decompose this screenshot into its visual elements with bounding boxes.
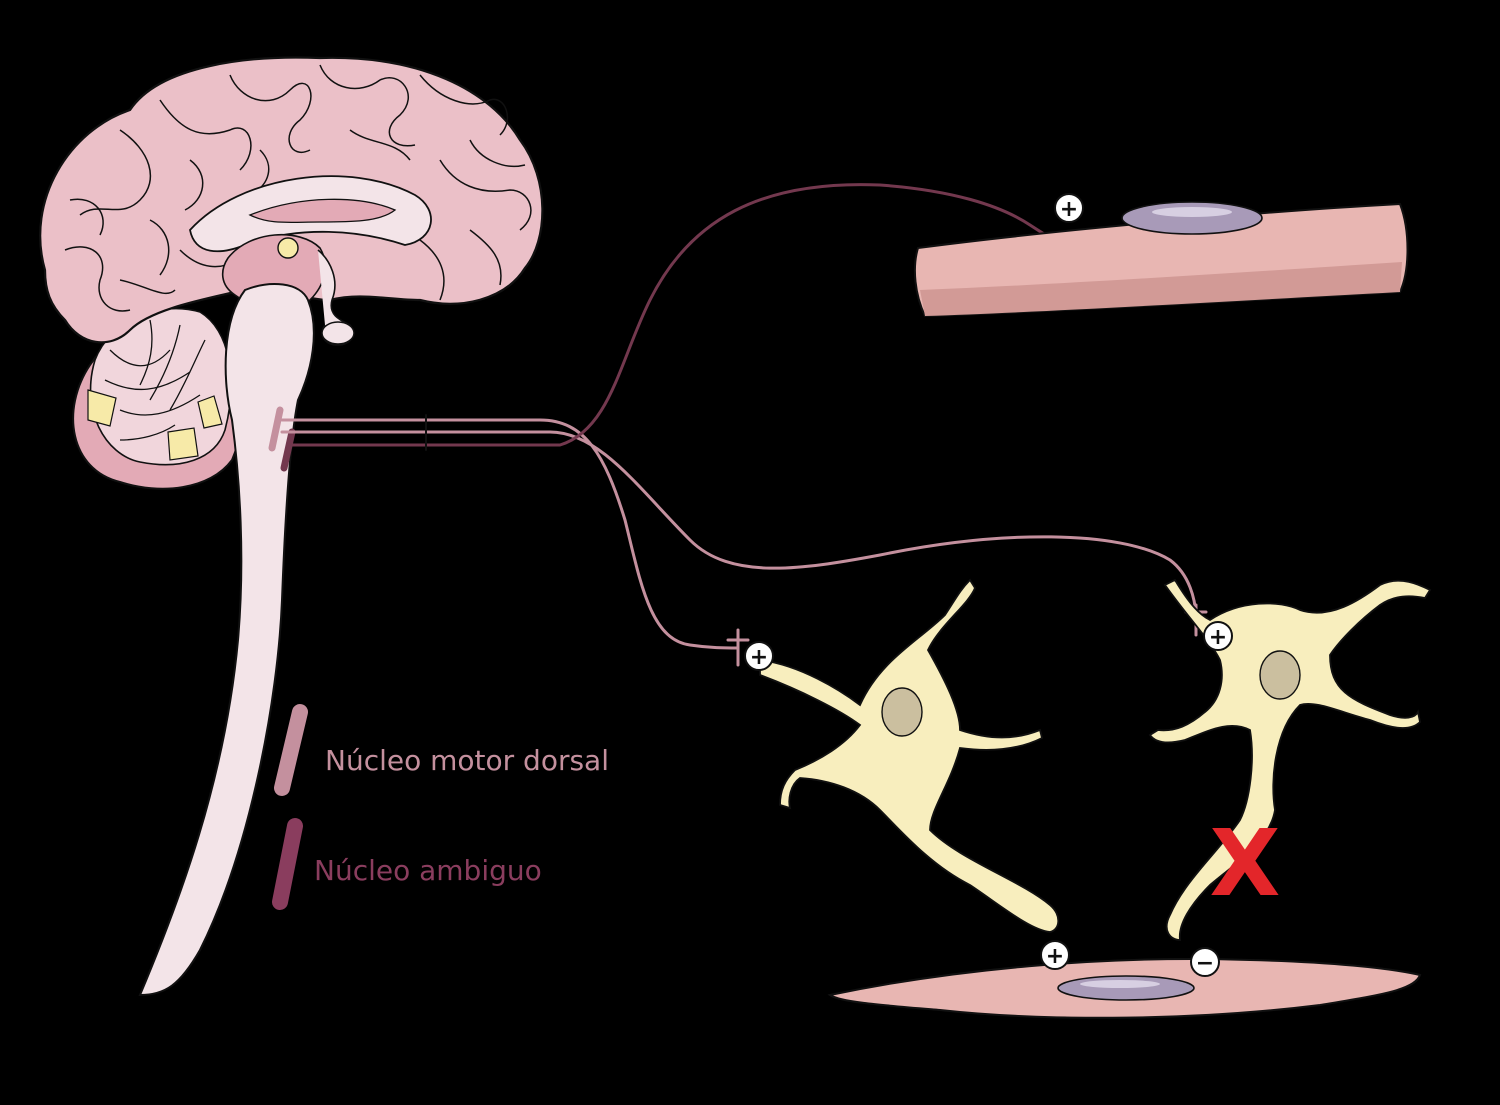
skeletal-muscle-nucleus bbox=[1121, 201, 1263, 235]
minus-sign-smooth-muscle: − bbox=[1190, 947, 1220, 977]
svg-text:+: + bbox=[750, 645, 768, 670]
svg-text:−: − bbox=[1196, 951, 1214, 976]
dorsal-motor-nucleus-mark bbox=[268, 406, 284, 452]
legend: Núcleo motor dorsal Núcleo ambiguo bbox=[272, 704, 609, 910]
neuron-left-nucleus bbox=[881, 687, 923, 737]
brainstem-spinal-cord bbox=[138, 283, 315, 997]
dorsal-fiber-to-neuron-right bbox=[280, 430, 1198, 617]
nerve-fibers bbox=[280, 183, 1208, 667]
smooth-muscle-cell bbox=[827, 958, 1422, 1019]
legend-swatch-ambiguus bbox=[272, 818, 303, 910]
legend-label-ambiguus: Núcleo ambiguo bbox=[314, 854, 542, 887]
plus-sign-smooth-muscle: + bbox=[1040, 940, 1070, 970]
plus-sign-neuron-right: + bbox=[1203, 621, 1233, 651]
legend-swatch-dorsal-motor bbox=[274, 704, 308, 796]
plus-sign-neuron-left: + bbox=[744, 641, 774, 671]
dorsal-fiber-to-interneuron bbox=[280, 418, 740, 650]
smooth-muscle-nucleus bbox=[1057, 975, 1195, 1001]
ambiguus-fiber-to-skeletal-muscle bbox=[290, 183, 1070, 447]
svg-text:+: + bbox=[1209, 625, 1227, 650]
legend-label-dorsal-motor: Núcleo motor dorsal bbox=[325, 744, 609, 777]
neuron-right-nucleus bbox=[1259, 650, 1301, 700]
ambiguus-nucleus-mark bbox=[280, 428, 296, 472]
plus-sign-skeletal-muscle: + bbox=[1054, 193, 1084, 223]
neuron-right bbox=[1148, 578, 1432, 941]
neuron-left bbox=[759, 578, 1060, 933]
inhibition-block-mark: X bbox=[1210, 810, 1281, 917]
skeletal-muscle-fiber bbox=[913, 201, 1409, 318]
svg-text:+: + bbox=[1060, 197, 1078, 222]
cerebellum bbox=[72, 307, 242, 490]
svg-text:+: + bbox=[1046, 944, 1064, 969]
brain-illustration bbox=[39, 56, 544, 997]
